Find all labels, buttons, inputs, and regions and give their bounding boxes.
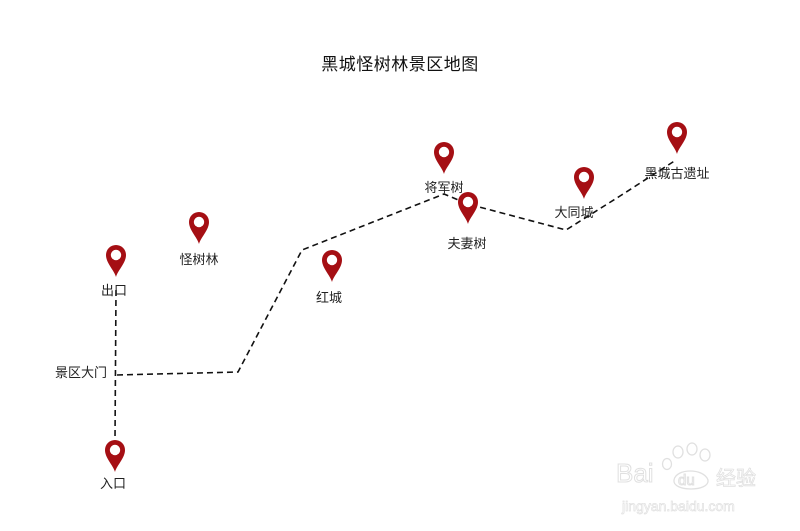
pin-label-datongcheng: 大同城 [554,206,594,221]
pin-label-heicheng: 黑城古遗址 [644,167,710,182]
map-pin-entrance[interactable] [104,439,126,473]
pin-label-fuqishu: 夫妻树 [447,237,487,252]
map-marker-icon [322,250,342,282]
watermark-brand: Bai [616,458,655,489]
map-title: 黑城怪树林景区地图 [321,55,479,75]
map-marker-icon [434,142,454,174]
map-pin-guaishulin[interactable] [188,211,210,245]
map-pin-datongcheng[interactable] [573,166,595,200]
map-pin-exit[interactable] [105,244,127,278]
map-marker-icon [574,167,594,199]
watermark-cn: 经验 [716,468,757,491]
map-marker-icon [458,192,478,224]
pin-label-jiangjunshu: 将军树 [424,181,464,196]
baidu-jingyan-watermark: Bai du 经验 jingyan.baidu.com [612,440,762,520]
route-exit-entrance [114,289,117,441]
pin-label-hongcheng: 红城 [315,291,343,306]
route-main-route [116,159,677,376]
pin-label-entrance: 入口 [99,477,127,492]
place-label-gate: 景区大门 [55,366,108,381]
map-pin-fuqishu[interactable] [457,191,479,225]
watermark-url: jingyan.baidu.com [622,498,736,515]
pin-label-exit: 出口 [100,284,128,299]
map-pin-jiangjunshu[interactable] [433,141,455,175]
map-pin-heicheng[interactable] [666,121,688,155]
watermark-paw-text: du [678,472,696,490]
map-marker-icon [106,245,126,277]
pin-label-guaishulin: 怪树林 [179,253,219,268]
map-marker-icon [105,440,125,472]
map-marker-icon [189,212,209,244]
paw-icon [661,442,711,490]
map-pin-hongcheng[interactable] [321,249,343,283]
map-marker-icon [667,122,687,154]
